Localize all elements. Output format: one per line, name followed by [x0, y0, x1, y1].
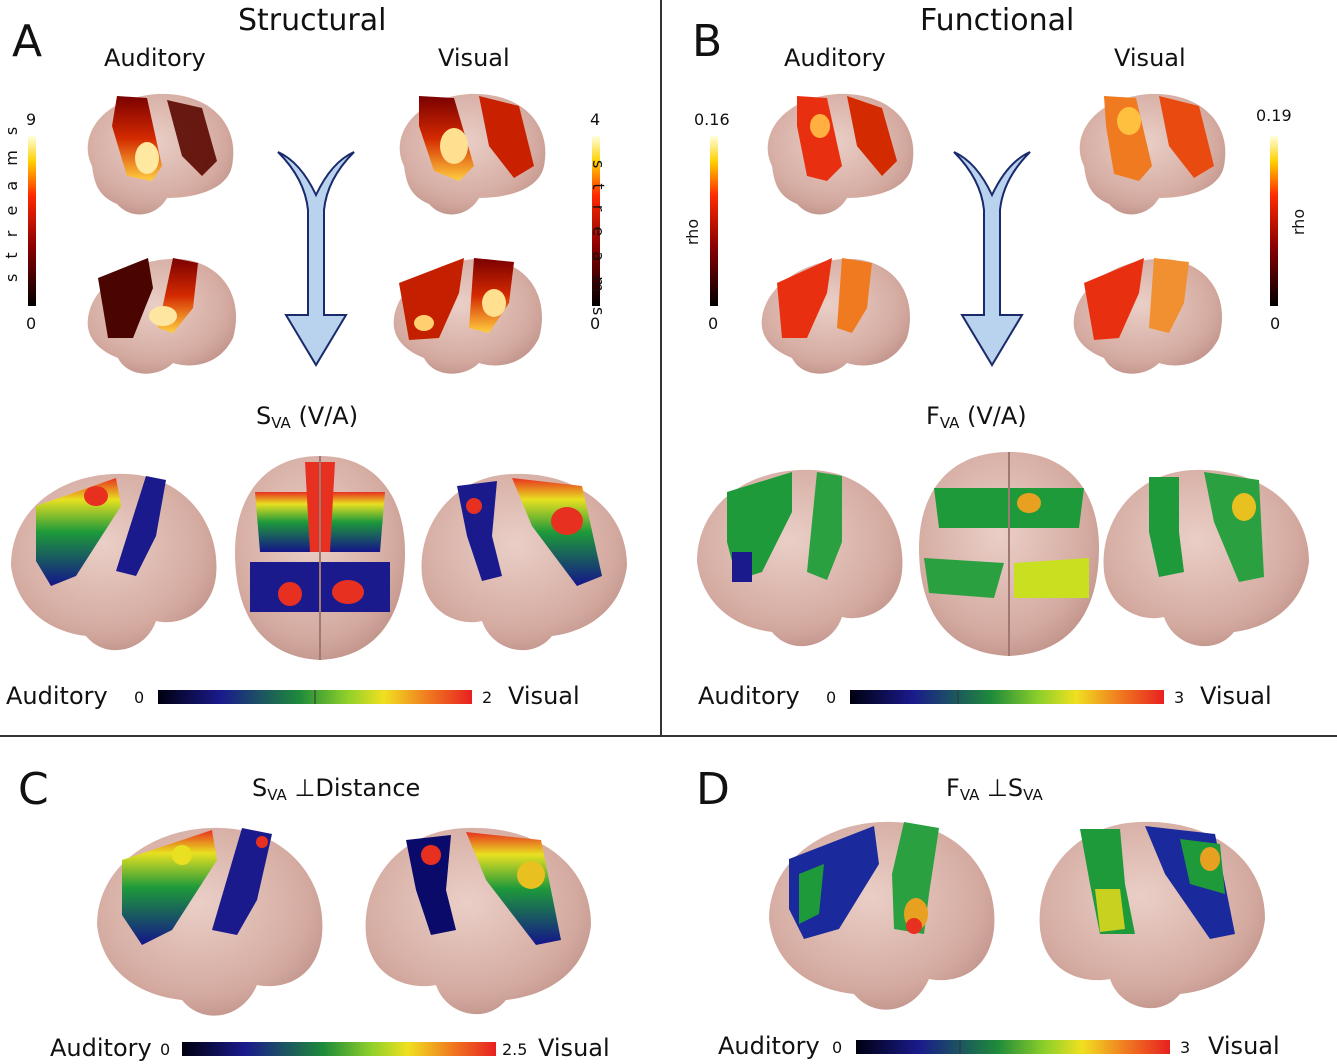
- panel-d-letter: D: [696, 764, 730, 815]
- panel-a-right-colorbar: [592, 136, 600, 306]
- panel-b-bar-left-label: Auditory: [698, 682, 800, 710]
- panel-a-brain-jet-top: [235, 456, 405, 660]
- panel-b-right-scale-max: 0.19: [1256, 106, 1292, 125]
- panel-d-bar-left-label: Auditory: [718, 1032, 820, 1060]
- panel-c-bar-right-label: Visual: [538, 1034, 610, 1062]
- panel-a-bar-min: 0: [134, 688, 145, 707]
- panel-a-brain-auditory-right: [87, 258, 236, 374]
- panel-b-right-scale-min: 0: [1270, 314, 1281, 333]
- panel-b-map-title-sub: VA: [939, 414, 960, 432]
- panel-a-brain-jet-right: [421, 473, 627, 651]
- panel-b-brain-visual-left: [1079, 93, 1226, 215]
- panel-b-bar-min: 0: [826, 688, 837, 707]
- panel-c-letter: C: [18, 764, 49, 815]
- panel-b-brain-auditory-left: [767, 93, 914, 215]
- panel-c-title-sub: VA: [267, 786, 287, 804]
- panel-c-title-tail: ⊥Distance: [286, 774, 421, 802]
- panel-a-map-title-tail: (V/A): [290, 402, 359, 430]
- panel-b-brain-auditory-right: [761, 258, 910, 374]
- panel-d-jet-colorbar: [856, 1040, 1170, 1054]
- panel-a-combine-arrow: [277, 151, 355, 367]
- panel-b-left-scale-label: rho: [683, 218, 703, 246]
- panel-b-right-colorbar: [1270, 136, 1278, 306]
- panel-b-brain-jet-left: [697, 469, 903, 647]
- panel-b-map-title-tail: (V/A): [959, 402, 1027, 430]
- panel-b-brain-jet-right: [1103, 469, 1309, 647]
- panel-a-map-title-sub: VA: [271, 414, 291, 432]
- panel-a-col-auditory: Auditory: [104, 44, 206, 72]
- panel-b-bar-max: 3: [1174, 688, 1185, 707]
- panel-d-brain-right: [1039, 821, 1265, 1009]
- panel-d-title-sub: VA: [959, 786, 980, 804]
- panel-b-brain-jet-top: [919, 452, 1099, 656]
- panel-b-col-auditory: Auditory: [784, 44, 886, 72]
- panel-d-bar-right-label: Visual: [1208, 1032, 1280, 1060]
- panel-b-brain-visual-right: [1073, 258, 1222, 374]
- panel-c-jet-colorbar: [182, 1042, 496, 1056]
- panel-d-brain-left: [769, 821, 995, 1010]
- horizontal-divider: [0, 735, 1337, 737]
- panel-c-title-main: S: [252, 774, 268, 802]
- panel-d-bar-max: 3: [1180, 1038, 1191, 1057]
- panel-b-jet-colorbar: [850, 690, 1164, 704]
- panel-c-title: SVA ⊥Distance: [252, 776, 420, 803]
- panel-a-right-scale-max: 4: [590, 110, 601, 129]
- panel-d-title-main: F: [946, 774, 960, 802]
- panel-b-combine-arrow: [953, 151, 1031, 367]
- panel-d-title-sub2: VA: [1023, 786, 1043, 804]
- panel-b-col-visual: Visual: [1114, 44, 1186, 72]
- panel-c-brain-right: [365, 827, 591, 1015]
- panel-b-bar-right-label: Visual: [1200, 682, 1272, 710]
- panel-b-heading: Functional: [920, 3, 1075, 38]
- panel-a-left-scale-max: 9: [26, 110, 37, 129]
- panel-d-title-mid: ⊥S: [979, 774, 1024, 802]
- panel-b-map-title-main: F: [926, 402, 940, 430]
- vertical-divider: [660, 0, 662, 737]
- panel-a-letter: A: [12, 16, 43, 67]
- panel-a-left-colorbar: [28, 136, 36, 306]
- panel-d-bar-min: 0: [832, 1038, 843, 1057]
- panel-a-bar-right-label: Visual: [508, 682, 580, 710]
- panel-a-brain-jet-left: [11, 473, 217, 651]
- panel-b-map-title: FVA (V/A): [926, 404, 1027, 431]
- panel-a-right-scale-label: s t r e a m s: [589, 160, 608, 321]
- panel-d-title: FVA ⊥SVA: [946, 776, 1043, 803]
- panel-a-brain-visual-left: [399, 93, 546, 215]
- panel-c-bar-left-label: Auditory: [50, 1034, 152, 1062]
- panel-a-map-title-main: S: [256, 402, 272, 430]
- panel-a-left-scale-min: 0: [26, 314, 37, 333]
- panel-b-left-scale-max: 0.16: [694, 110, 730, 129]
- panel-a-bar-left-label: Auditory: [6, 682, 108, 710]
- panel-a-left-scale-label: s t r e a m s: [2, 121, 21, 282]
- panel-a-heading: Structural: [238, 3, 387, 38]
- panel-a-brain-visual-right: [393, 258, 542, 374]
- panel-a-brain-auditory-left: [87, 93, 234, 215]
- panel-a-col-visual: Visual: [438, 44, 510, 72]
- panel-b-left-scale-min: 0: [708, 314, 719, 333]
- panel-a-map-title: SVA (V/A): [256, 404, 358, 431]
- panel-a-right-scale-min: 0: [590, 314, 601, 333]
- panel-b-left-colorbar: [710, 136, 718, 306]
- panel-c-brain-left: [97, 827, 323, 1016]
- panel-b-right-scale-label: rho: [1289, 208, 1309, 236]
- panel-c-bar-min: 0: [160, 1040, 171, 1059]
- panel-a-bar-max: 2: [482, 688, 493, 707]
- panel-a-jet-colorbar: [158, 690, 472, 704]
- panel-c-bar-max: 2.5: [502, 1040, 528, 1059]
- panel-b-letter: B: [692, 16, 723, 67]
